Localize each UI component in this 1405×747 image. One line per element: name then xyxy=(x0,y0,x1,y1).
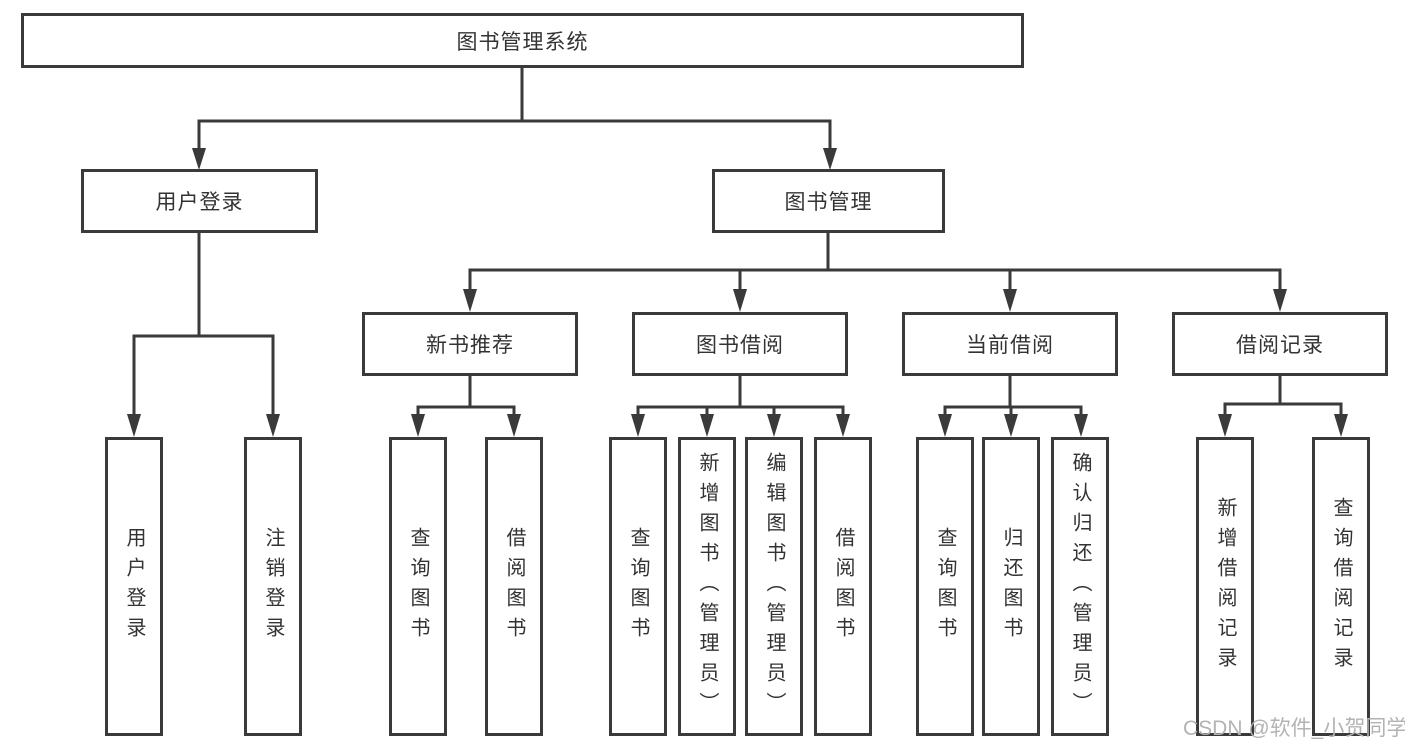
node-book-management: 图书管理 xyxy=(712,169,945,233)
node-user-login-label: 用户登录 xyxy=(155,191,244,214)
node-book-management-label: 图书管理 xyxy=(784,191,873,214)
leaf-cb-return-books-label: 归还图书 xyxy=(1000,526,1022,647)
leaf-nbr-query-books: 查询图书 xyxy=(389,437,447,736)
leaf-logout: 注销登录 xyxy=(244,437,302,736)
node-root: 图书管理系统 xyxy=(21,13,1024,68)
leaf-cb-query-books-label: 查询图书 xyxy=(934,526,956,647)
leaf-bb-edit-books-admin: 编辑图书（管理员） xyxy=(745,437,803,736)
leaf-bb-query-books: 查询图书 xyxy=(609,437,667,736)
node-root-label: 图书管理系统 xyxy=(456,30,589,54)
leaf-cb-confirm-return-admin: 确认归还（管理员） xyxy=(1051,437,1109,736)
leaf-bb-edit-books-admin-label: 编辑图书（管理员） xyxy=(763,451,785,722)
leaf-br-query-record-label: 查询借阅记录 xyxy=(1330,496,1352,677)
node-borrow-records: 借阅记录 xyxy=(1172,312,1388,376)
leaf-bb-add-books-admin: 新增图书（管理员） xyxy=(678,437,736,736)
leaf-bb-add-books-admin-label: 新增图书（管理员） xyxy=(696,451,718,722)
leaf-bb-borrow-books: 借阅图书 xyxy=(814,437,872,736)
node-borrow-records-label: 借阅记录 xyxy=(1236,334,1324,357)
node-current-borrow: 当前借阅 xyxy=(902,312,1118,376)
leaf-br-add-record-label: 新增借阅记录 xyxy=(1214,496,1236,677)
node-book-borrow-label: 图书借阅 xyxy=(696,334,784,357)
leaf-br-add-record: 新增借阅记录 xyxy=(1196,437,1254,736)
node-book-borrow: 图书借阅 xyxy=(632,312,848,376)
node-new-book-recommend: 新书推荐 xyxy=(362,312,578,376)
leaf-user-login: 用户登录 xyxy=(105,437,163,736)
leaf-bb-borrow-books-label: 借阅图书 xyxy=(832,526,854,647)
leaf-user-login-label: 用户登录 xyxy=(123,526,145,647)
node-current-borrow-label: 当前借阅 xyxy=(966,334,1054,357)
leaf-cb-confirm-return-admin-label: 确认归还（管理员） xyxy=(1069,451,1091,722)
leaf-br-query-record: 查询借阅记录 xyxy=(1312,437,1370,736)
leaf-nbr-borrow-books-label: 借阅图书 xyxy=(503,526,525,647)
leaf-cb-return-books: 归还图书 xyxy=(982,437,1040,736)
leaf-nbr-borrow-books: 借阅图书 xyxy=(485,437,543,736)
node-new-book-recommend-label: 新书推荐 xyxy=(426,334,514,357)
leaf-logout-label: 注销登录 xyxy=(262,526,284,647)
leaf-nbr-query-books-label: 查询图书 xyxy=(407,526,429,647)
watermark-text: CSDN @软件_小贺同学 xyxy=(1183,717,1405,740)
leaf-bb-query-books-label: 查询图书 xyxy=(627,526,649,647)
leaf-cb-query-books: 查询图书 xyxy=(916,437,974,736)
node-user-login: 用户登录 xyxy=(81,169,318,233)
